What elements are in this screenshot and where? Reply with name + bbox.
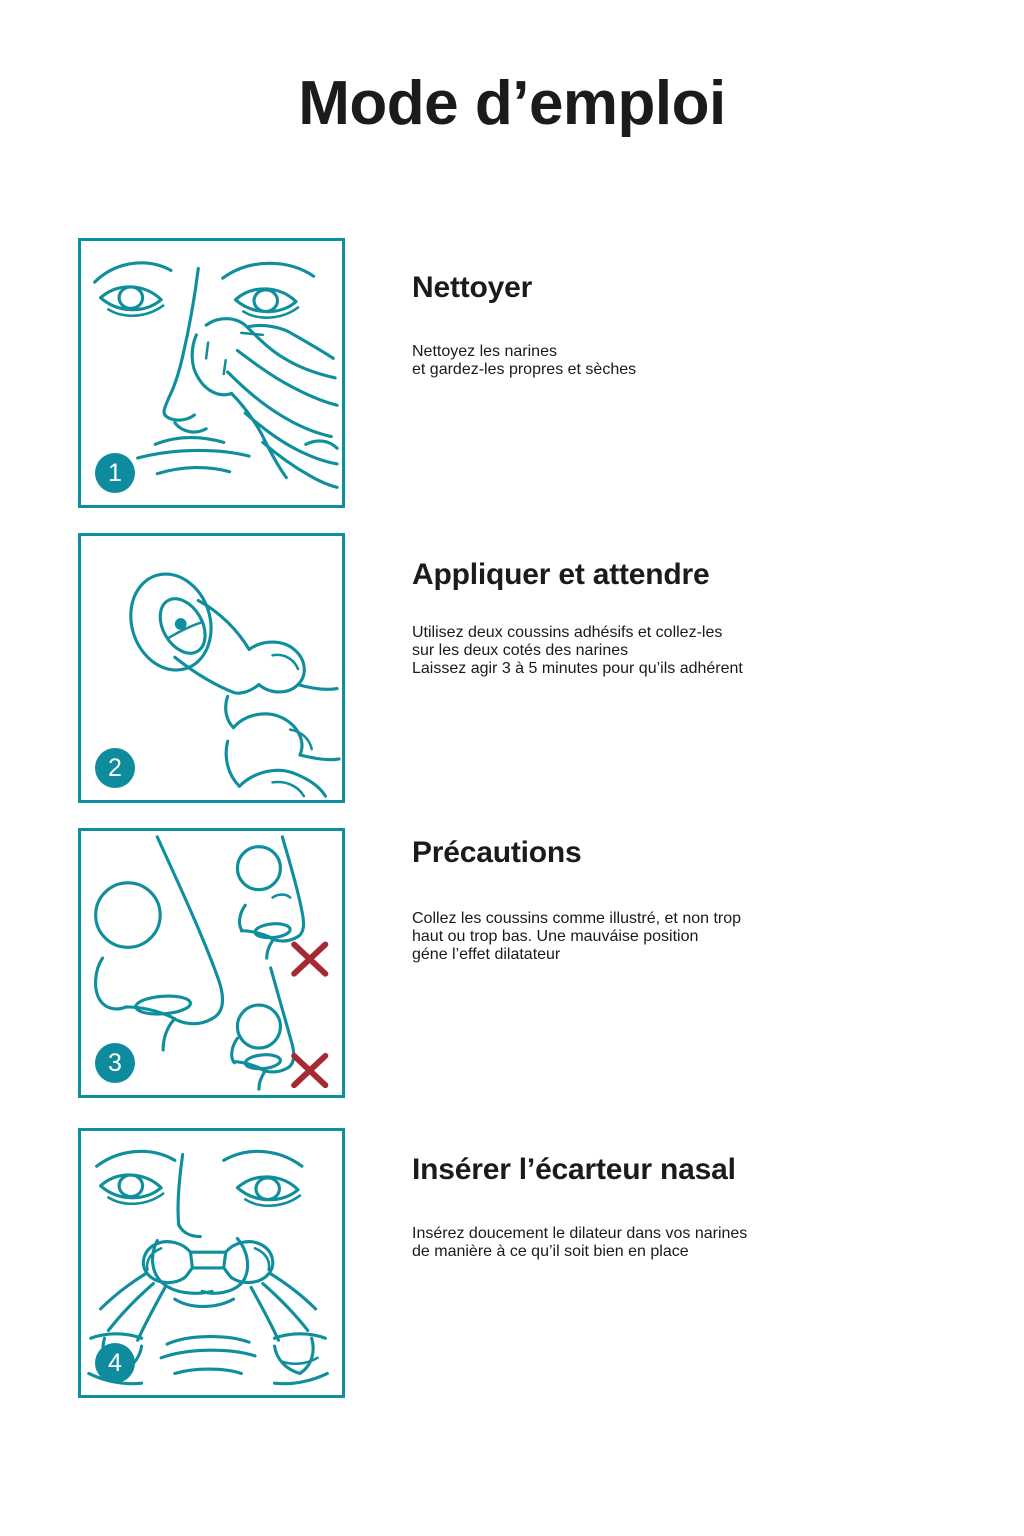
- incorrect-nose-position-bottom-illustration: [230, 966, 329, 1091]
- face-wiping-nose-illustration: [93, 261, 339, 489]
- step-badge-4: 4: [95, 1343, 135, 1383]
- cross-mark-line: [291, 941, 329, 977]
- step-title-1: Nettoyer: [412, 271, 533, 304]
- step-body-line: Insérez doucement le dilateur dans vos n…: [412, 1225, 748, 1242]
- step-body-line: Collez les coussins comme illustré, et n…: [412, 910, 742, 927]
- page-title: Mode d’emploi: [298, 69, 726, 138]
- face-inserting-dilator-illustration: [87, 1149, 329, 1386]
- step-item-1: 1 Nettoyer Nettoyez les narines et garde…: [0, 238, 1024, 533]
- step-badge-2: 2: [95, 748, 135, 788]
- step-illustration-1: 1: [78, 238, 345, 508]
- step-body-line: de manière à ce qu’il soit bien en place: [412, 1243, 689, 1260]
- step-copy-4: Insérer l’écarteur nasal Insérez douceme…: [345, 1128, 1024, 1277]
- step-item-2: 2 Appliquer et attendre Utilisez deux co…: [0, 533, 1024, 828]
- step-illustration-3: 3: [78, 828, 345, 1098]
- cross-mark-line: [291, 1052, 329, 1089]
- step-title-4: Insérer l’écarteur nasal: [412, 1153, 736, 1186]
- correct-nose-position-illustration: [94, 835, 225, 1052]
- step-body-line: Nettoyez les narines: [412, 343, 557, 360]
- step-body-line: sur les deux cotés des narines: [412, 642, 629, 659]
- incorrect-nose-position-top-illustration: [235, 835, 329, 977]
- step-item-4: 4 Insérer l’écarteur nasal Insérez douce…: [0, 1128, 1024, 1398]
- step-badge-1: 1: [95, 453, 135, 493]
- fingertip-cushion-illustration: [129, 572, 341, 798]
- step-item-3: 3 Précautions Collez les coussins comme …: [0, 828, 1024, 1128]
- step-body-line: Laissez agir 3 à 5 minutes pour qu’ils a…: [412, 660, 743, 677]
- step-title-3: Précautions: [412, 836, 582, 869]
- step-illustration-4: 4: [78, 1128, 345, 1398]
- step-body-line: géne l’effet dilatateur: [412, 946, 561, 963]
- steps-list: 1 Nettoyer Nettoyez les narines et garde…: [0, 238, 1024, 1398]
- step-body-line: et gardez-les propres et sèches: [412, 361, 637, 378]
- step-illustration-2: 2: [78, 533, 345, 803]
- step-body-line: Utilisez deux coussins adhésifs et colle…: [412, 624, 723, 641]
- step-title-2: Appliquer et attendre: [412, 558, 710, 591]
- step-body-line: haut ou trop bas. Une mauváise position: [412, 928, 699, 945]
- step-copy-1: Nettoyer Nettoyez les narines et gardez-…: [345, 238, 1024, 395]
- step-copy-3: Précautions Collez les coussins comme il…: [345, 828, 1024, 980]
- step-badge-3: 3: [95, 1043, 135, 1083]
- step-copy-2: Appliquer et attendre Utilisez deux cous…: [345, 533, 1024, 694]
